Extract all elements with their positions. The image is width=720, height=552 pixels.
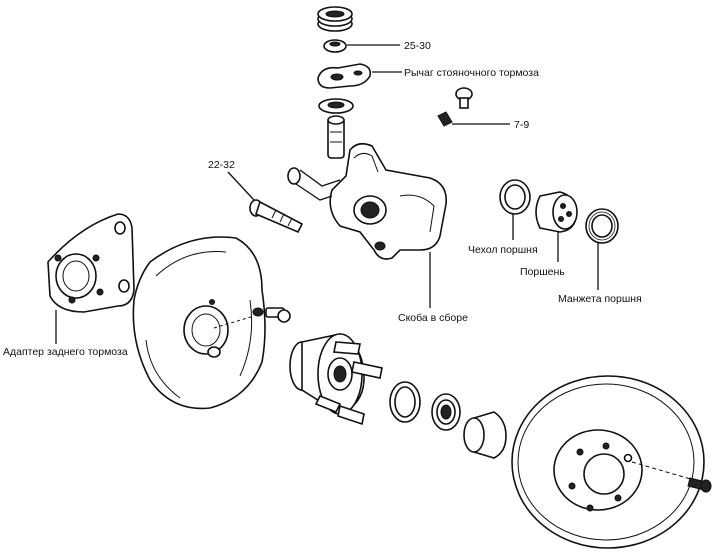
small-bolt xyxy=(252,307,291,323)
parking-brake-lever-part xyxy=(317,63,372,89)
hub-nut xyxy=(431,393,461,431)
disc-screw xyxy=(631,461,712,493)
snap-ring xyxy=(389,381,421,423)
bleeder-screw xyxy=(437,87,473,127)
nut-25-30 xyxy=(323,39,347,53)
label-torque-bleeder: 7-9 xyxy=(514,119,529,131)
piston-boot-part xyxy=(499,179,531,215)
rear-brake-adapter-part xyxy=(47,213,135,313)
label-torque-top: 25-30 xyxy=(404,40,431,52)
axis-line xyxy=(213,315,255,329)
leader-torque-bolt xyxy=(227,171,255,201)
piston-part xyxy=(535,191,578,233)
seal-washer xyxy=(318,98,354,114)
parking-shaft xyxy=(327,115,345,159)
label-piston-boot: Чехол поршня xyxy=(468,244,538,256)
caliper-bolt xyxy=(249,199,304,234)
grease-cap xyxy=(463,411,507,459)
brake-disc xyxy=(511,375,705,549)
wheel-hub xyxy=(289,333,383,426)
piston-seal-part xyxy=(585,208,619,244)
label-torque-bolt: 22-32 xyxy=(208,159,235,171)
backing-plate xyxy=(132,236,266,410)
label-piston-seal: Манжета поршня xyxy=(558,293,642,305)
label-rear-brake-adapter: Адаптер заднего тормоза xyxy=(3,346,128,358)
label-caliper-assembly: Скоба в сборе xyxy=(398,312,468,324)
label-parking-lever: Рычаг стояночного тормоза xyxy=(404,67,539,79)
parking-spring xyxy=(317,6,353,32)
label-piston: Поршень xyxy=(520,266,565,278)
caliper-assembly-part xyxy=(287,142,447,260)
